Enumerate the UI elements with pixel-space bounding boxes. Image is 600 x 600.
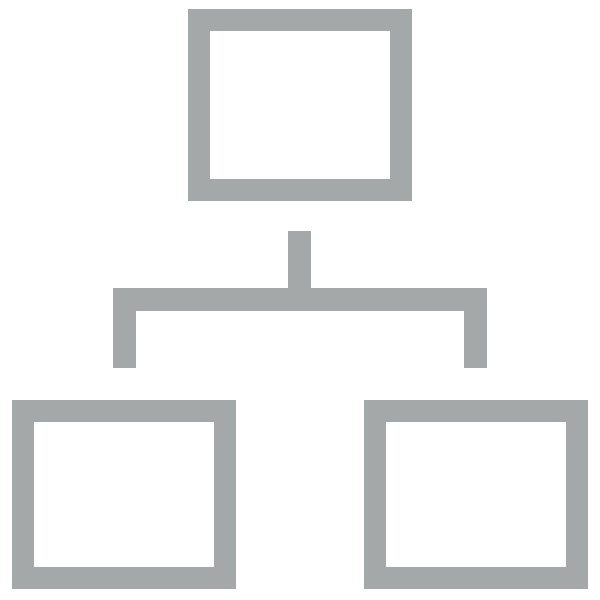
parent-node-box — [188, 9, 412, 201]
connector-bar — [113, 288, 487, 311]
connector-stem — [288, 231, 311, 297]
child-node-left-box — [12, 400, 236, 589]
connector-left-drop — [113, 288, 136, 368]
connector-right-drop — [464, 288, 487, 368]
child-node-right-box — [364, 400, 588, 589]
